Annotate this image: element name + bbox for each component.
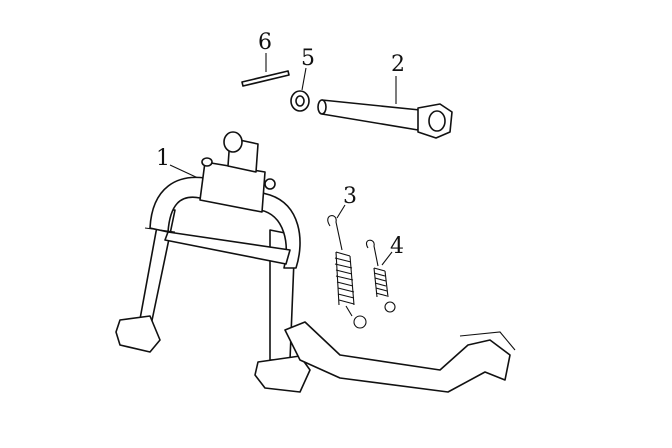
washer-part-5 [290, 90, 310, 112]
leader-lines [169, 53, 397, 266]
callout-1: 1 [156, 146, 170, 171]
bolt-part-2 [317, 99, 453, 139]
callout-3: 3 [343, 184, 357, 209]
spring-part-4 [366, 239, 396, 313]
spring-part-3 [327, 215, 367, 329]
pin-part-6 [241, 70, 290, 87]
callout-4: 4 [390, 234, 404, 259]
callout-5: 5 [301, 46, 315, 71]
callout-6: 6 [258, 30, 272, 55]
main-stand-part-1 [115, 131, 516, 393]
callout-2: 2 [391, 52, 405, 77]
